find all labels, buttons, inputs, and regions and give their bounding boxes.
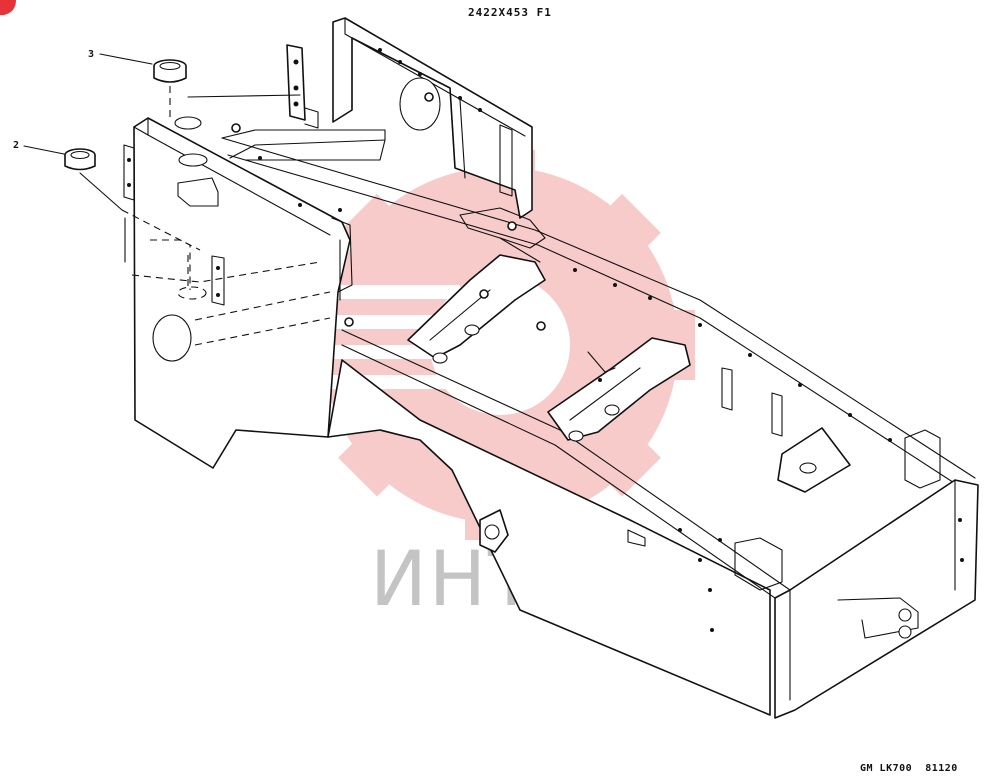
rear-upright-bracket [332, 17, 533, 219]
left-side-plate [133, 117, 351, 469]
rail-holes [258, 48, 964, 632]
callout-label-3: 3 [88, 49, 94, 60]
drawing-footer: GM LK700 81120 [860, 763, 958, 774]
drawing-title: 2422X453 F1 [468, 6, 552, 19]
top-bracket-left [286, 44, 306, 121]
callout-label-2: 2 [13, 140, 19, 151]
leader-line-2 [23, 145, 65, 155]
frame-assembly [123, 17, 979, 719]
lower-body [327, 359, 771, 716]
part-3-bushing [153, 59, 301, 118]
part-2-bushing [64, 148, 191, 290]
mount-pad [777, 427, 851, 493]
leader-line-3 [99, 53, 153, 65]
corner-mark-icon [0, 0, 16, 15]
